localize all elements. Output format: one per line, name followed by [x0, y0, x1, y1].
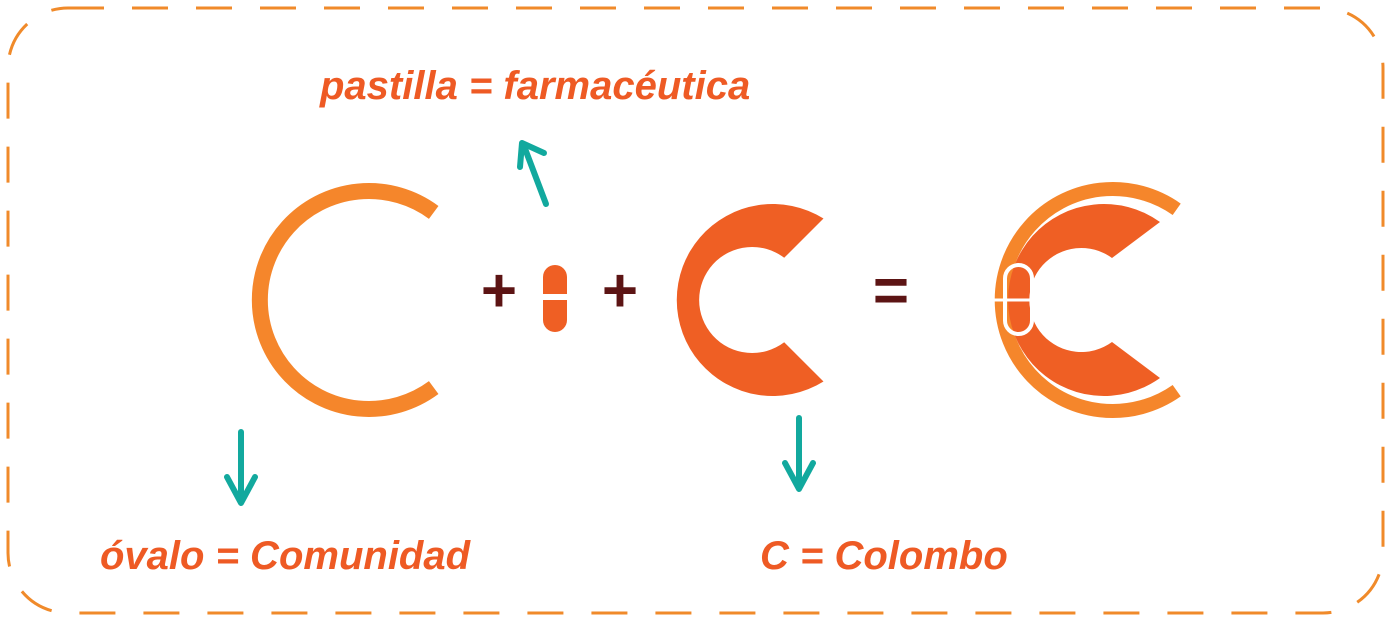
solid-c-shape: [676, 204, 824, 396]
plus-operator-2: +: [602, 256, 638, 325]
logo-pill-outline: [1003, 263, 1034, 336]
equals-operator: =: [873, 256, 909, 325]
c-meaning-label: C = Colombo: [760, 534, 1008, 578]
oval-ring-shape: [251, 183, 439, 417]
pill-shape: [541, 265, 569, 332]
pill-meaning-label: pastilla = farmacéutica: [320, 64, 751, 108]
combined-logo: [975, 182, 1181, 418]
arrow-down-icon: [224, 429, 258, 506]
arrow-up-icon: [517, 140, 549, 207]
oval-meaning-label: óvalo = Comunidad: [100, 534, 471, 578]
plus-operator-1: +: [481, 256, 517, 325]
arrow-down-icon: [782, 415, 816, 492]
